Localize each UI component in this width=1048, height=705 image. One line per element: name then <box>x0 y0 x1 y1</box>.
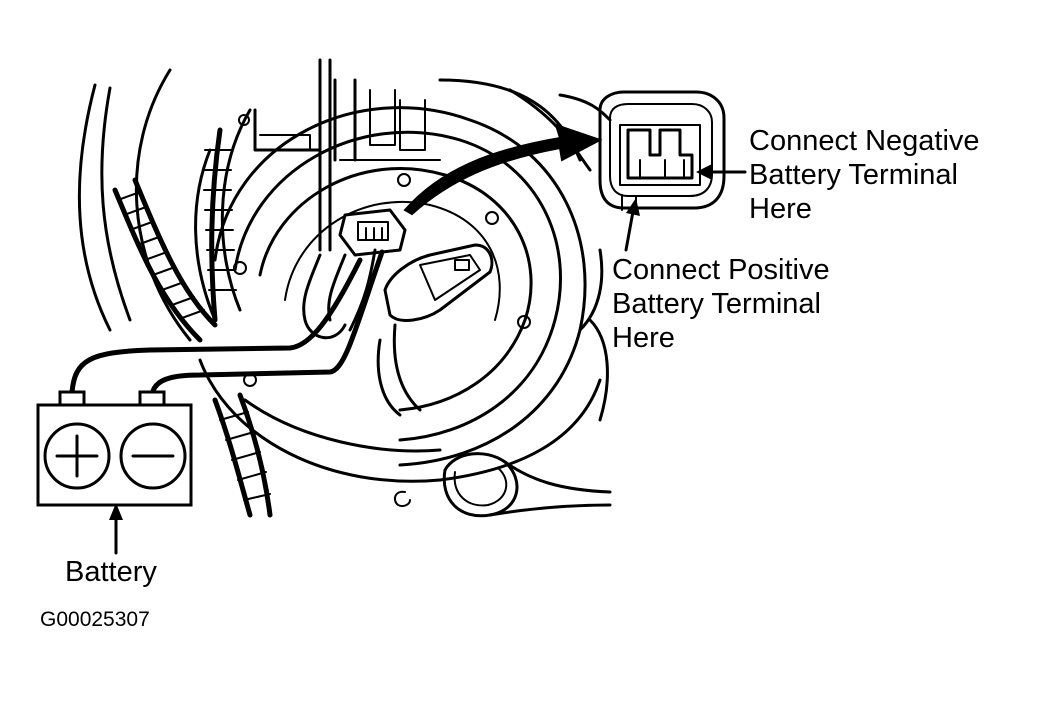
positive-label-line-3: Here <box>612 322 675 354</box>
negative-label-line-3: Here <box>749 193 812 225</box>
positive-symbol-icon <box>55 434 99 478</box>
negative-label-line-1: Connect Negative <box>749 125 980 157</box>
positive-label-line-1: Connect Positive <box>612 254 830 286</box>
positive-label-line-2: Battery Terminal <box>612 288 821 320</box>
wiring-harness <box>112 58 332 518</box>
sender-connector <box>376 243 494 417</box>
label-arrows <box>109 164 747 555</box>
jumper-wires <box>69 249 385 398</box>
negative-label-line-2: Battery Terminal <box>749 159 958 191</box>
positive-terminal-label: Connect Positive Battery Terminal Here <box>612 253 830 355</box>
battery <box>36 390 193 507</box>
connector-callout <box>598 90 726 213</box>
filler-pipe <box>393 452 612 518</box>
negative-terminal-label: Connect Negative Battery Terminal Here <box>749 124 980 226</box>
callout-arrow <box>403 123 603 216</box>
upper-bracket <box>253 78 441 162</box>
battery-label: Battery <box>65 556 157 588</box>
fuel-tank-well <box>198 106 609 483</box>
figure-code: G00025307 <box>40 608 150 631</box>
